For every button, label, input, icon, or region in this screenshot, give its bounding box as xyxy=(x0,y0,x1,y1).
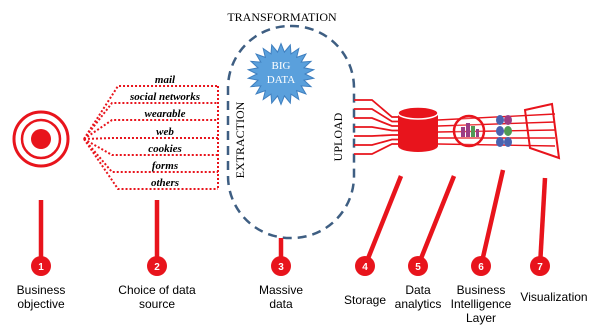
step-label-line: Business xyxy=(456,283,506,297)
upload-connectors xyxy=(354,99,398,155)
upload-line xyxy=(354,117,398,127)
step-label-line: Business xyxy=(16,283,66,297)
step-label-line: source xyxy=(138,297,176,311)
step-label-line: Storage xyxy=(343,293,387,307)
bi-layer-icon xyxy=(496,115,512,147)
step-pin-circle xyxy=(31,256,51,276)
source-label: mail xyxy=(155,74,176,86)
source-connector-line xyxy=(83,85,218,140)
step-number: 7 xyxy=(537,262,543,273)
step-pin-stem xyxy=(415,175,457,267)
step-pin-stem xyxy=(362,175,404,267)
analytics-line xyxy=(437,113,556,121)
step-pin-circle xyxy=(530,256,550,276)
step-pin-circle xyxy=(471,256,491,276)
step-label-line: Layer xyxy=(465,311,497,325)
step-label-line: analytics xyxy=(394,297,442,311)
step-label-line: Visualization xyxy=(520,290,588,304)
step-label-line: Intelligence xyxy=(450,297,512,311)
source-label: others xyxy=(151,177,179,189)
step-number: 4 xyxy=(362,262,368,273)
source-connector-line xyxy=(83,138,218,173)
source-label: forms xyxy=(152,160,178,172)
step-label: Storage xyxy=(320,293,410,307)
big-data-label-line1: BIG xyxy=(272,60,291,72)
source-connector-line xyxy=(83,138,218,190)
step-pin-stem xyxy=(537,177,548,267)
step-markers: 1 2 3 4 5 6 7 xyxy=(31,169,550,276)
analytics-chart-icon xyxy=(452,114,486,148)
upload-line xyxy=(354,108,398,123)
visualization-screen-icon xyxy=(523,102,561,160)
transformation-loop xyxy=(226,24,356,240)
step-number: 5 xyxy=(415,262,421,273)
source-list: mail social networks wearable web cookies for… xyxy=(129,74,200,189)
source-connector-line xyxy=(83,138,218,156)
upload-line xyxy=(354,138,398,146)
storage-cylinder-icon xyxy=(397,106,439,152)
step-pin-circle xyxy=(355,256,375,276)
source-connectors xyxy=(83,85,219,190)
step-number: 6 xyxy=(478,262,484,273)
source-label: cookies xyxy=(148,143,182,155)
step-label-line: Choice of data xyxy=(118,283,196,297)
source-connector-line xyxy=(83,137,218,140)
step-label-line: data xyxy=(269,297,293,311)
source-label: wearable xyxy=(145,108,186,120)
analytics-line xyxy=(437,121,556,127)
transformation-title: TRANSFORMATION xyxy=(227,10,337,24)
step-number: 2 xyxy=(154,262,160,273)
source-label: web xyxy=(156,126,174,138)
upload-line xyxy=(354,126,398,132)
upload-line xyxy=(354,99,398,118)
step-label-line: Data xyxy=(405,283,431,297)
target-icon xyxy=(12,110,70,168)
upload-line xyxy=(354,134,398,137)
big-data-label-line2: DATA xyxy=(267,74,296,86)
step-number: 3 xyxy=(278,262,284,273)
big-data-starburst-icon xyxy=(246,42,316,106)
step-pin-stem xyxy=(478,169,506,267)
step-label: Visualization xyxy=(509,290,590,304)
extraction-label: EXTRACTION xyxy=(233,101,247,178)
source-label: social networks xyxy=(129,91,200,103)
upload-label: UPLOAD xyxy=(331,112,345,161)
source-connector-line xyxy=(83,102,218,140)
upload-line xyxy=(354,143,398,155)
step-pin-circle xyxy=(147,256,167,276)
step-number: 1 xyxy=(38,262,44,273)
step-label-line: objective xyxy=(17,297,65,311)
source-connector-line xyxy=(83,119,218,140)
step-pin-circle xyxy=(408,256,428,276)
analytics-line xyxy=(437,143,556,147)
step-label-line: Massive xyxy=(258,283,303,297)
step-pin-circle xyxy=(271,256,291,276)
